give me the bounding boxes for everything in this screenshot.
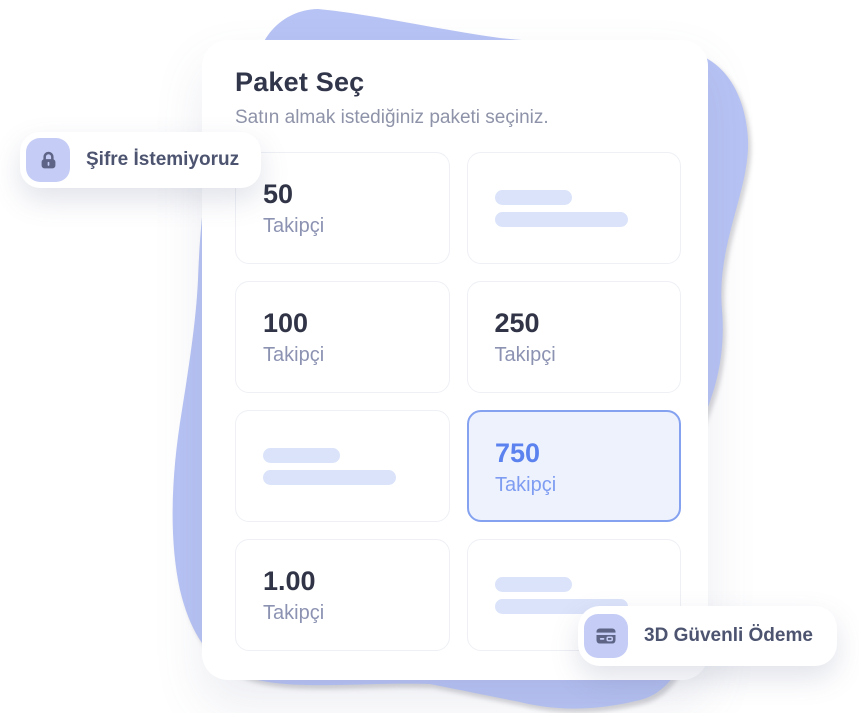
package-option-750-selected[interactable]: 750 Takipçi (466, 410, 681, 522)
package-option-1000[interactable]: 1.00 Takipçi (235, 539, 450, 651)
secure-payment-badge-label: 3D Güvenli Ödeme (644, 625, 813, 646)
package-select-panel: Paket Seç Satın almak istediğiniz paketi… (202, 40, 708, 680)
package-unit: Takipçi (263, 215, 325, 237)
package-grid: 50 Takipçi 100 Takipçi 250 Takipçi 750 (235, 152, 681, 651)
package-option-loading[interactable] (466, 152, 681, 264)
package-option-50[interactable]: 50 Takipçi (235, 152, 450, 264)
package-option-100[interactable]: 100 Takipçi (235, 281, 450, 393)
no-password-badge-label: Şifre İstemiyoruz (86, 149, 240, 170)
credit-card-icon (584, 614, 628, 658)
skeleton-bar (263, 469, 396, 485)
skeleton-bar (263, 447, 340, 463)
package-amount: 250 (494, 308, 540, 338)
page-title: Paket Seç (235, 67, 365, 97)
page-subtitle: Satın almak istediğiniz paketi seçiniz. (235, 107, 549, 128)
package-unit: Takipçi (494, 344, 556, 366)
skeleton-bar (494, 189, 572, 205)
package-amount: 1.00 (263, 566, 316, 596)
secure-payment-badge: 3D Güvenli Ödeme (578, 606, 837, 666)
package-amount: 100 (263, 308, 309, 338)
package-option-loading[interactable] (235, 410, 450, 522)
package-unit: Takipçi (263, 602, 325, 624)
lock-icon (26, 138, 70, 182)
package-unit: Takipçi (263, 344, 325, 366)
no-password-badge: Şifre İstemiyoruz (20, 132, 262, 188)
package-amount: 750 (495, 437, 541, 468)
package-unit: Takipçi (495, 473, 557, 496)
package-option-250[interactable]: 250 Takipçi (466, 281, 681, 393)
skeleton-bar (494, 576, 572, 592)
skeleton-bar (494, 211, 628, 227)
package-amount: 50 (263, 179, 294, 209)
